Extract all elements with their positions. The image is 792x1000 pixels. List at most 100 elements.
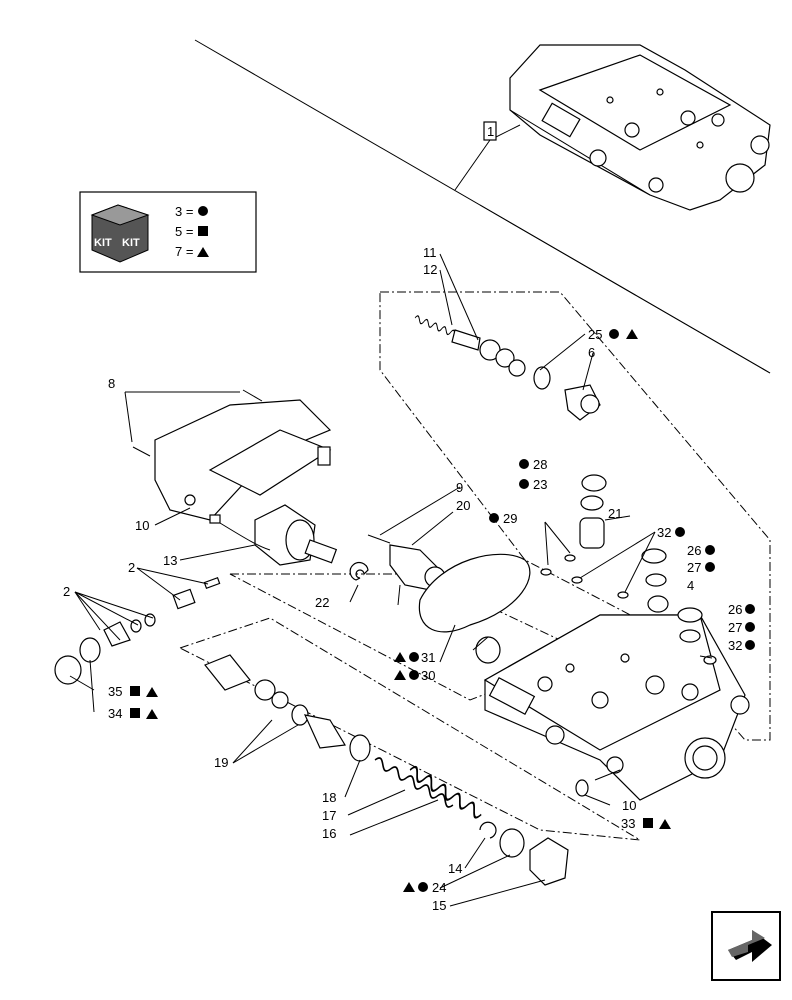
callout-27b: 27 bbox=[728, 620, 742, 635]
kit-badge-left: KIT bbox=[94, 237, 112, 249]
circle-symbol bbox=[675, 527, 685, 537]
circle-symbol bbox=[489, 513, 499, 523]
clip-22 bbox=[349, 562, 369, 581]
callout-26a: 26 bbox=[687, 543, 701, 558]
callout-32a: 32 bbox=[657, 525, 671, 540]
triangle-symbol bbox=[146, 709, 158, 719]
o-ring-29a bbox=[540, 568, 552, 576]
triangle-symbol bbox=[394, 652, 406, 662]
square-symbol bbox=[198, 226, 208, 236]
callout-20: 20 bbox=[456, 498, 470, 513]
callout-label: 1 bbox=[487, 124, 494, 139]
solenoid-cover bbox=[132, 389, 332, 521]
triangle-symbol bbox=[146, 687, 158, 697]
circle-symbol bbox=[609, 329, 619, 339]
triangle-symbol bbox=[403, 882, 415, 892]
callout-27a: 27 bbox=[687, 560, 701, 575]
legend-row-square: 5 = bbox=[175, 224, 193, 239]
kit-badge-right: KIT bbox=[122, 237, 140, 249]
triangle-symbol bbox=[659, 819, 671, 829]
o-ring-26a bbox=[641, 548, 667, 564]
plug-21 bbox=[579, 517, 605, 549]
square-symbol bbox=[130, 686, 140, 696]
solenoid-13 bbox=[209, 504, 338, 566]
callout-30: 30 bbox=[421, 668, 435, 683]
circle-symbol bbox=[409, 670, 419, 680]
triangle-symbol bbox=[394, 670, 406, 680]
triangle-symbol bbox=[197, 247, 209, 257]
spring-valve-11-12 bbox=[413, 314, 601, 421]
callout-13: 13 bbox=[163, 553, 177, 568]
callout-24: 24 bbox=[432, 880, 446, 895]
circle-symbol bbox=[198, 206, 208, 216]
callout-11: 11 bbox=[423, 245, 437, 260]
callout-29: 29 bbox=[503, 511, 517, 526]
o-ring-32b bbox=[703, 655, 717, 665]
callout-25: 25 bbox=[588, 327, 602, 342]
callout-21: 21 bbox=[608, 506, 622, 521]
callout-26b: 26 bbox=[728, 602, 742, 617]
o-ring-27a bbox=[645, 573, 667, 587]
o-ring-32a bbox=[617, 591, 629, 599]
circle-symbol bbox=[418, 882, 428, 892]
parts-2 bbox=[54, 577, 221, 685]
callout-18: 18 bbox=[322, 790, 336, 805]
callout-19: 19 bbox=[214, 755, 228, 770]
callout-10b: 10 bbox=[622, 798, 636, 813]
spool-assembly bbox=[204, 654, 569, 886]
callout-31: 31 bbox=[421, 650, 435, 665]
callout-17: 17 bbox=[322, 808, 336, 823]
callout-35: 35 bbox=[108, 684, 122, 699]
callout-28: 28 bbox=[533, 457, 547, 472]
callout-2a: 2 bbox=[128, 560, 135, 575]
callout-12: 12 bbox=[423, 262, 437, 277]
callout-14: 14 bbox=[448, 861, 462, 876]
square-symbol bbox=[643, 818, 653, 828]
o-ring-23 bbox=[580, 495, 604, 511]
guide-frame-lower bbox=[178, 617, 641, 841]
callout-15: 15 bbox=[432, 898, 446, 913]
circle-symbol bbox=[705, 545, 715, 555]
callout-8: 8 bbox=[108, 376, 115, 391]
leader-lines bbox=[69, 253, 713, 907]
triangle-symbol bbox=[626, 329, 638, 339]
callout-32b: 32 bbox=[728, 638, 742, 653]
callout-labels: 11 12 25 6 8 10 13 9 20 2 2 22 28 23 29 … bbox=[63, 245, 755, 913]
callout-22: 22 bbox=[315, 595, 329, 610]
circle-symbol bbox=[745, 604, 755, 614]
callout-4: 4 bbox=[687, 578, 694, 593]
callout-10a: 10 bbox=[135, 518, 149, 533]
callout-16: 16 bbox=[322, 826, 336, 841]
o-ring-26b bbox=[677, 607, 703, 623]
valve-section-block bbox=[483, 614, 750, 801]
o-ring-30 bbox=[475, 636, 501, 664]
circle-symbol bbox=[705, 562, 715, 572]
o-ring-29c bbox=[571, 576, 583, 584]
plug-4 bbox=[647, 595, 669, 613]
callout-34: 34 bbox=[108, 706, 122, 721]
o-ring-33 bbox=[575, 779, 589, 797]
guide-frame-upper bbox=[379, 291, 771, 741]
o-ring-28 bbox=[581, 474, 607, 492]
circle-symbol bbox=[519, 479, 529, 489]
o-ring-27b bbox=[679, 629, 701, 643]
valve-assembly-top bbox=[194, 39, 771, 374]
callout-2b: 2 bbox=[63, 584, 70, 599]
circle-symbol bbox=[745, 622, 755, 632]
next-page-arrow-icon[interactable] bbox=[711, 911, 781, 981]
circle-symbol bbox=[745, 640, 755, 650]
callout-6: 6 bbox=[588, 345, 595, 360]
legend-row-circle: 3 = bbox=[175, 204, 193, 219]
legend-row-triangle: 7 = bbox=[175, 244, 193, 259]
circle-symbol bbox=[409, 652, 419, 662]
o-ring-29b bbox=[564, 554, 576, 562]
kit-legend: KIT KIT 3 = 5 = 7 = bbox=[79, 191, 257, 273]
square-symbol bbox=[130, 708, 140, 718]
callout-33: 33 bbox=[621, 816, 635, 831]
callout-23: 23 bbox=[533, 477, 547, 492]
circle-symbol bbox=[519, 459, 529, 469]
callout-1: 1 bbox=[454, 121, 521, 191]
seal-31 bbox=[418, 553, 531, 633]
callout-9: 9 bbox=[456, 480, 463, 495]
